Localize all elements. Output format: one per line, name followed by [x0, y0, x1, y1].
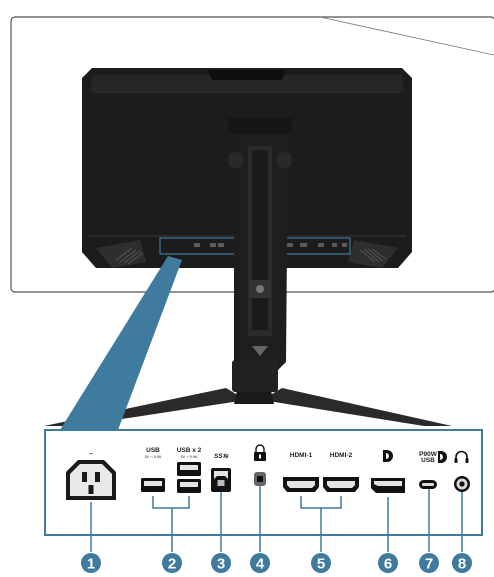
- callout-2: 2: [162, 553, 182, 573]
- callout-7: 7: [419, 553, 439, 573]
- port-3-label: SS⇆: [214, 453, 230, 460]
- svg-text:8: 8: [458, 556, 466, 573]
- power-ac-icon: [66, 460, 116, 500]
- headphone-icon: [454, 450, 470, 492]
- usb-a-icon: [141, 462, 201, 493]
- svg-text:4: 4: [256, 556, 265, 573]
- port-1-symbol: ~: [89, 451, 93, 458]
- svg-text:3: 3: [217, 556, 225, 573]
- port-7-sub: USB: [421, 457, 435, 464]
- callout-8: 8: [452, 553, 472, 573]
- lock-icon: [254, 444, 266, 486]
- callout-3: 3: [211, 553, 231, 573]
- usb-c-icon: [419, 451, 447, 489]
- port-2-label2: USB x 2: [177, 447, 202, 454]
- port-2-sub: 5V ⎓ 0.9A: [145, 455, 162, 459]
- port-panel: ~ USB 5V ⎓ 0.9A USB x 2 5V ⎓ 0.9A SS⇆: [44, 429, 483, 552]
- svg-text:5: 5: [317, 556, 325, 573]
- displayport-icon: [371, 450, 405, 493]
- callout-pointer: [60, 256, 182, 430]
- port-2-label: USB: [146, 447, 160, 454]
- callout-4: 4: [250, 553, 270, 573]
- callout-1: 1: [81, 502, 101, 573]
- svg-text:2: 2: [168, 556, 176, 573]
- port-5-label: HDMI-1: [290, 452, 313, 459]
- svg-text:6: 6: [384, 556, 392, 573]
- svg-text:7: 7: [425, 556, 433, 573]
- port-2-sub2: 5V ⎓ 0.9A: [181, 455, 198, 459]
- callout-5: 5: [311, 553, 331, 573]
- port-5-label2: HDMI-2: [330, 452, 353, 459]
- hdmi-icon: [283, 477, 359, 492]
- port-7-label: P90W: [419, 451, 438, 458]
- callout-6: 6: [378, 553, 398, 573]
- usb-b-icon: [211, 468, 231, 492]
- callout-numbers: 1 2 3 4 5 6 7 8: [81, 502, 472, 573]
- svg-text:1: 1: [87, 556, 95, 573]
